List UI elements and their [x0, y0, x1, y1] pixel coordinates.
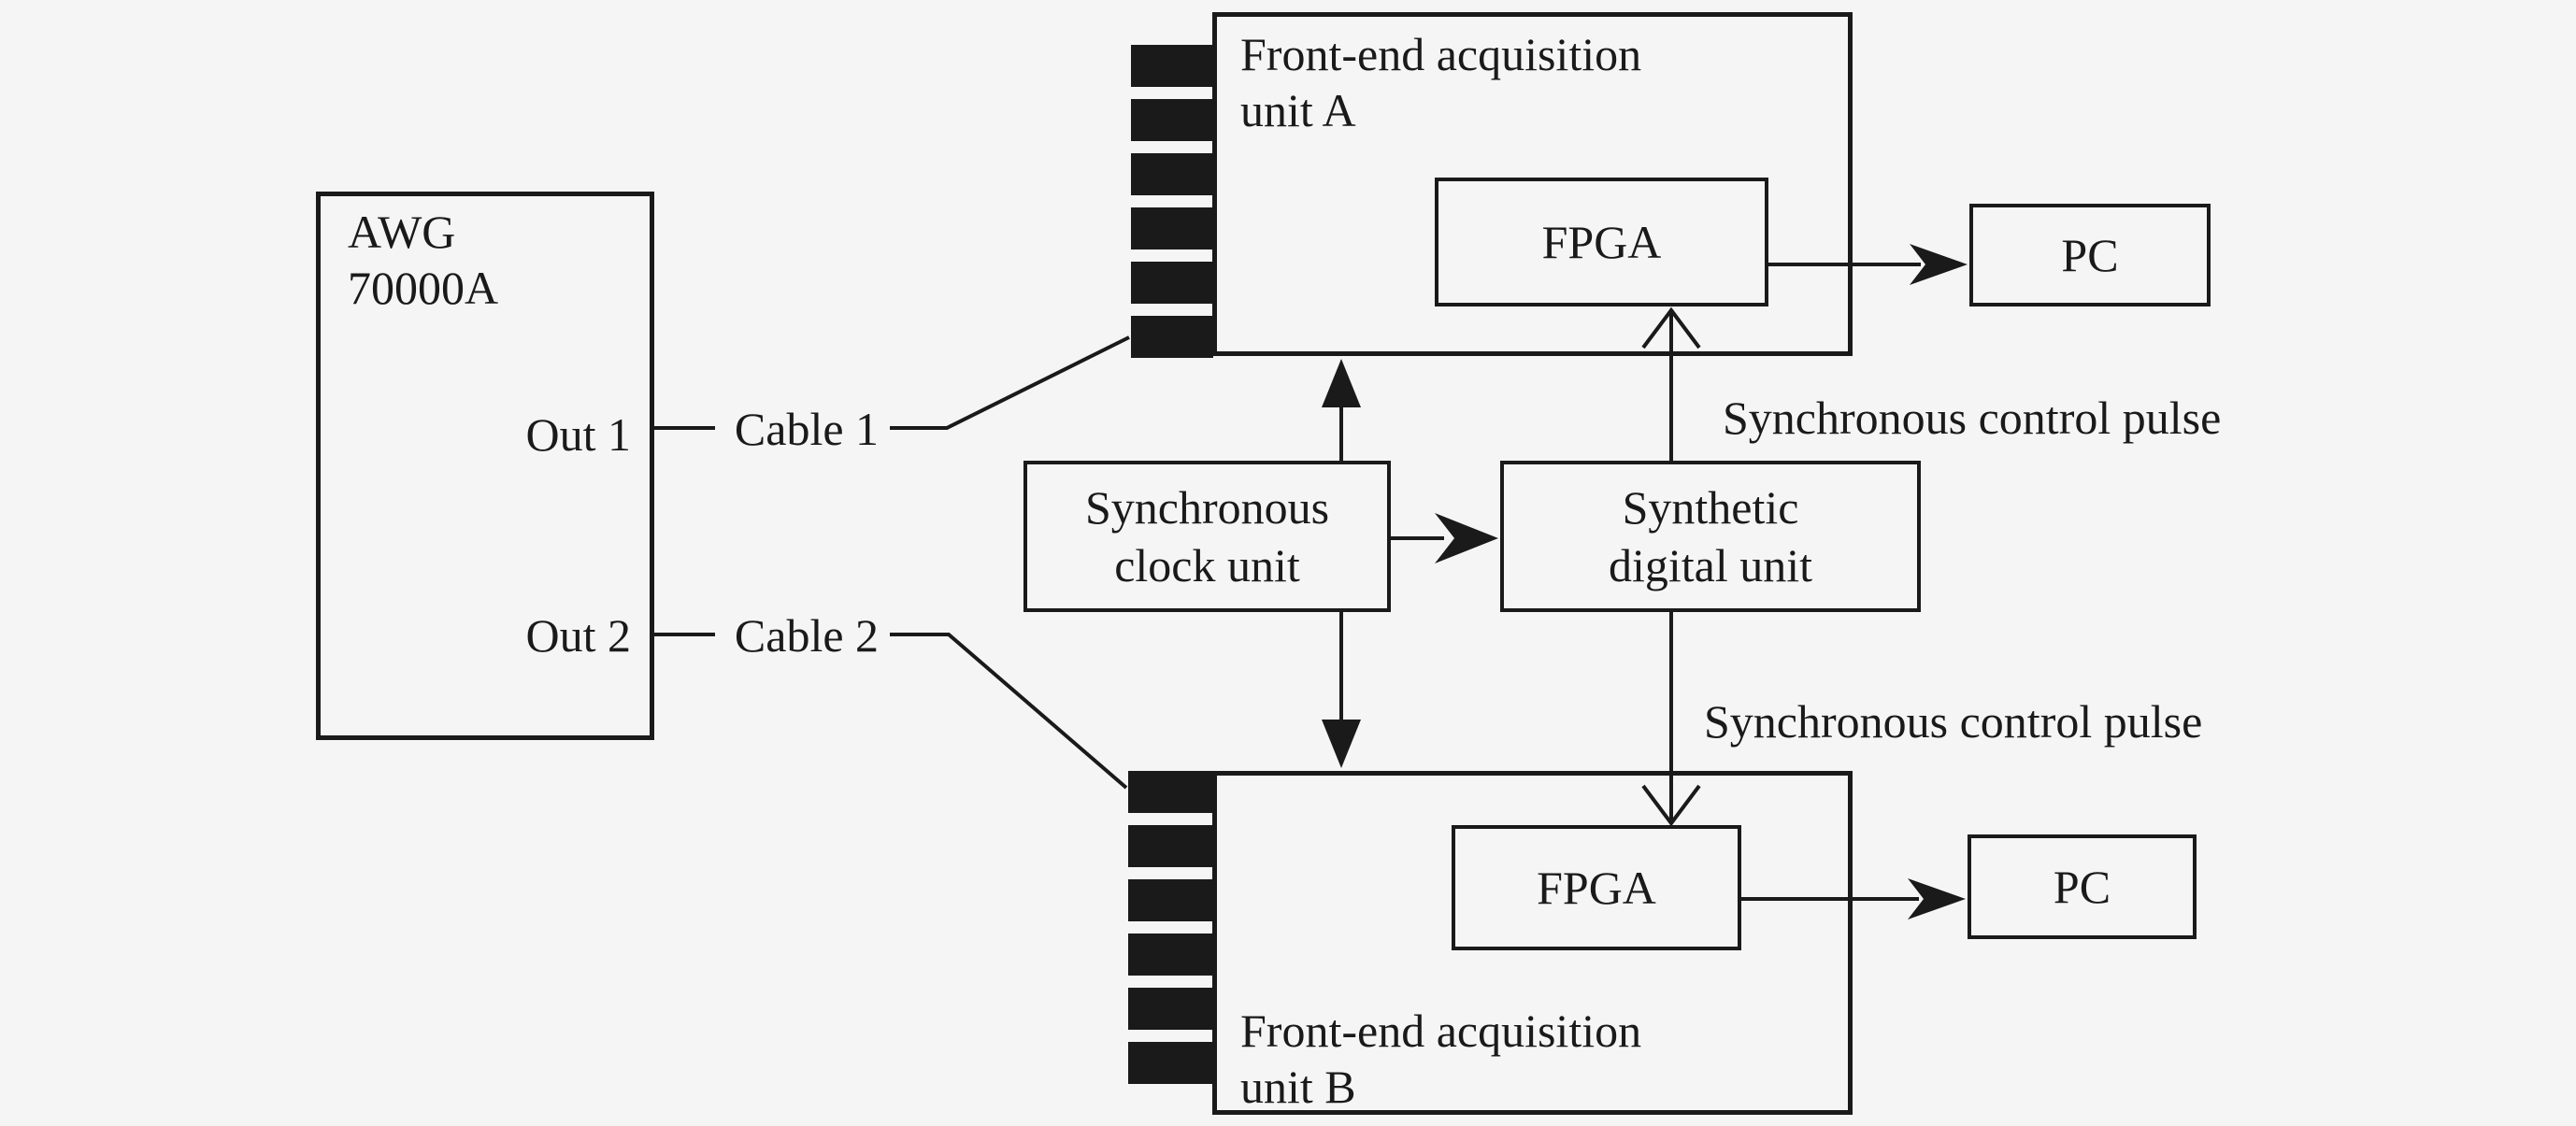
fpga-b-label: FPGA	[1537, 862, 1656, 914]
pc-a-label: PC	[2061, 229, 2119, 281]
unit-b-title-line1: Front-end acquisition	[1240, 1005, 1642, 1057]
connector-strip-a	[1131, 45, 1213, 358]
awg-out2-label: Out 2	[525, 609, 632, 662]
cable2-line	[654, 633, 1128, 790]
unit-a-title: Front-end acquisition unit A	[1240, 26, 1641, 138]
sync-control-pulse-label-top: Synchronous control pulse	[1723, 392, 2222, 444]
unit-b-title: Front-end acquisition unit B	[1240, 1003, 1641, 1115]
unit-b-title-line2: unit B	[1240, 1061, 1356, 1113]
synthetic-label-line1: Synthetic	[1622, 481, 1799, 534]
connector-strip-b	[1128, 771, 1212, 1089]
awg-title-line2: 70000A	[348, 262, 499, 314]
pc-a-box: PC	[1969, 204, 2211, 306]
sync-control-pulse-label-bottom: Synchronous control pulse	[1704, 695, 2203, 748]
synthetic-label-line2: digital unit	[1608, 539, 1813, 592]
clock-label-line1: Synchronous	[1084, 481, 1330, 534]
pc-b-box: PC	[1968, 834, 2197, 939]
synthetic-digital-unit-box: Synthetic digital unit	[1500, 461, 1921, 612]
fpga-b-box: FPGA	[1452, 825, 1741, 950]
clock-to-synthetic-arrow	[1391, 513, 1498, 563]
cable2-label: Cable 2	[734, 609, 880, 662]
clock-label-line2: clock unit	[1114, 539, 1300, 592]
awg-title: AWG 70000A	[348, 204, 498, 316]
fpga-a-box: FPGA	[1435, 178, 1768, 306]
synchronous-clock-unit-box: Synchronous clock unit	[1023, 461, 1391, 612]
unit-a-title-line2: unit A	[1240, 84, 1356, 136]
cable1-label: Cable 1	[734, 403, 880, 455]
awg-70000a-box	[316, 192, 654, 740]
unit-a-title-line1: Front-end acquisition	[1240, 28, 1642, 80]
sync-pulse-arrow-a	[1641, 306, 1701, 461]
awg-out1-label: Out 1	[525, 408, 632, 461]
fpga-b-to-pc-b-arrow	[1741, 878, 1966, 919]
fpga-a-label: FPGA	[1541, 216, 1662, 268]
fpga-a-to-pc-a-arrow	[1768, 244, 1968, 285]
awg-title-line1: AWG	[348, 206, 456, 258]
sync-pulse-arrow-b	[1641, 612, 1701, 827]
pc-b-label: PC	[2053, 861, 2111, 913]
cable1-line	[654, 335, 1130, 430]
